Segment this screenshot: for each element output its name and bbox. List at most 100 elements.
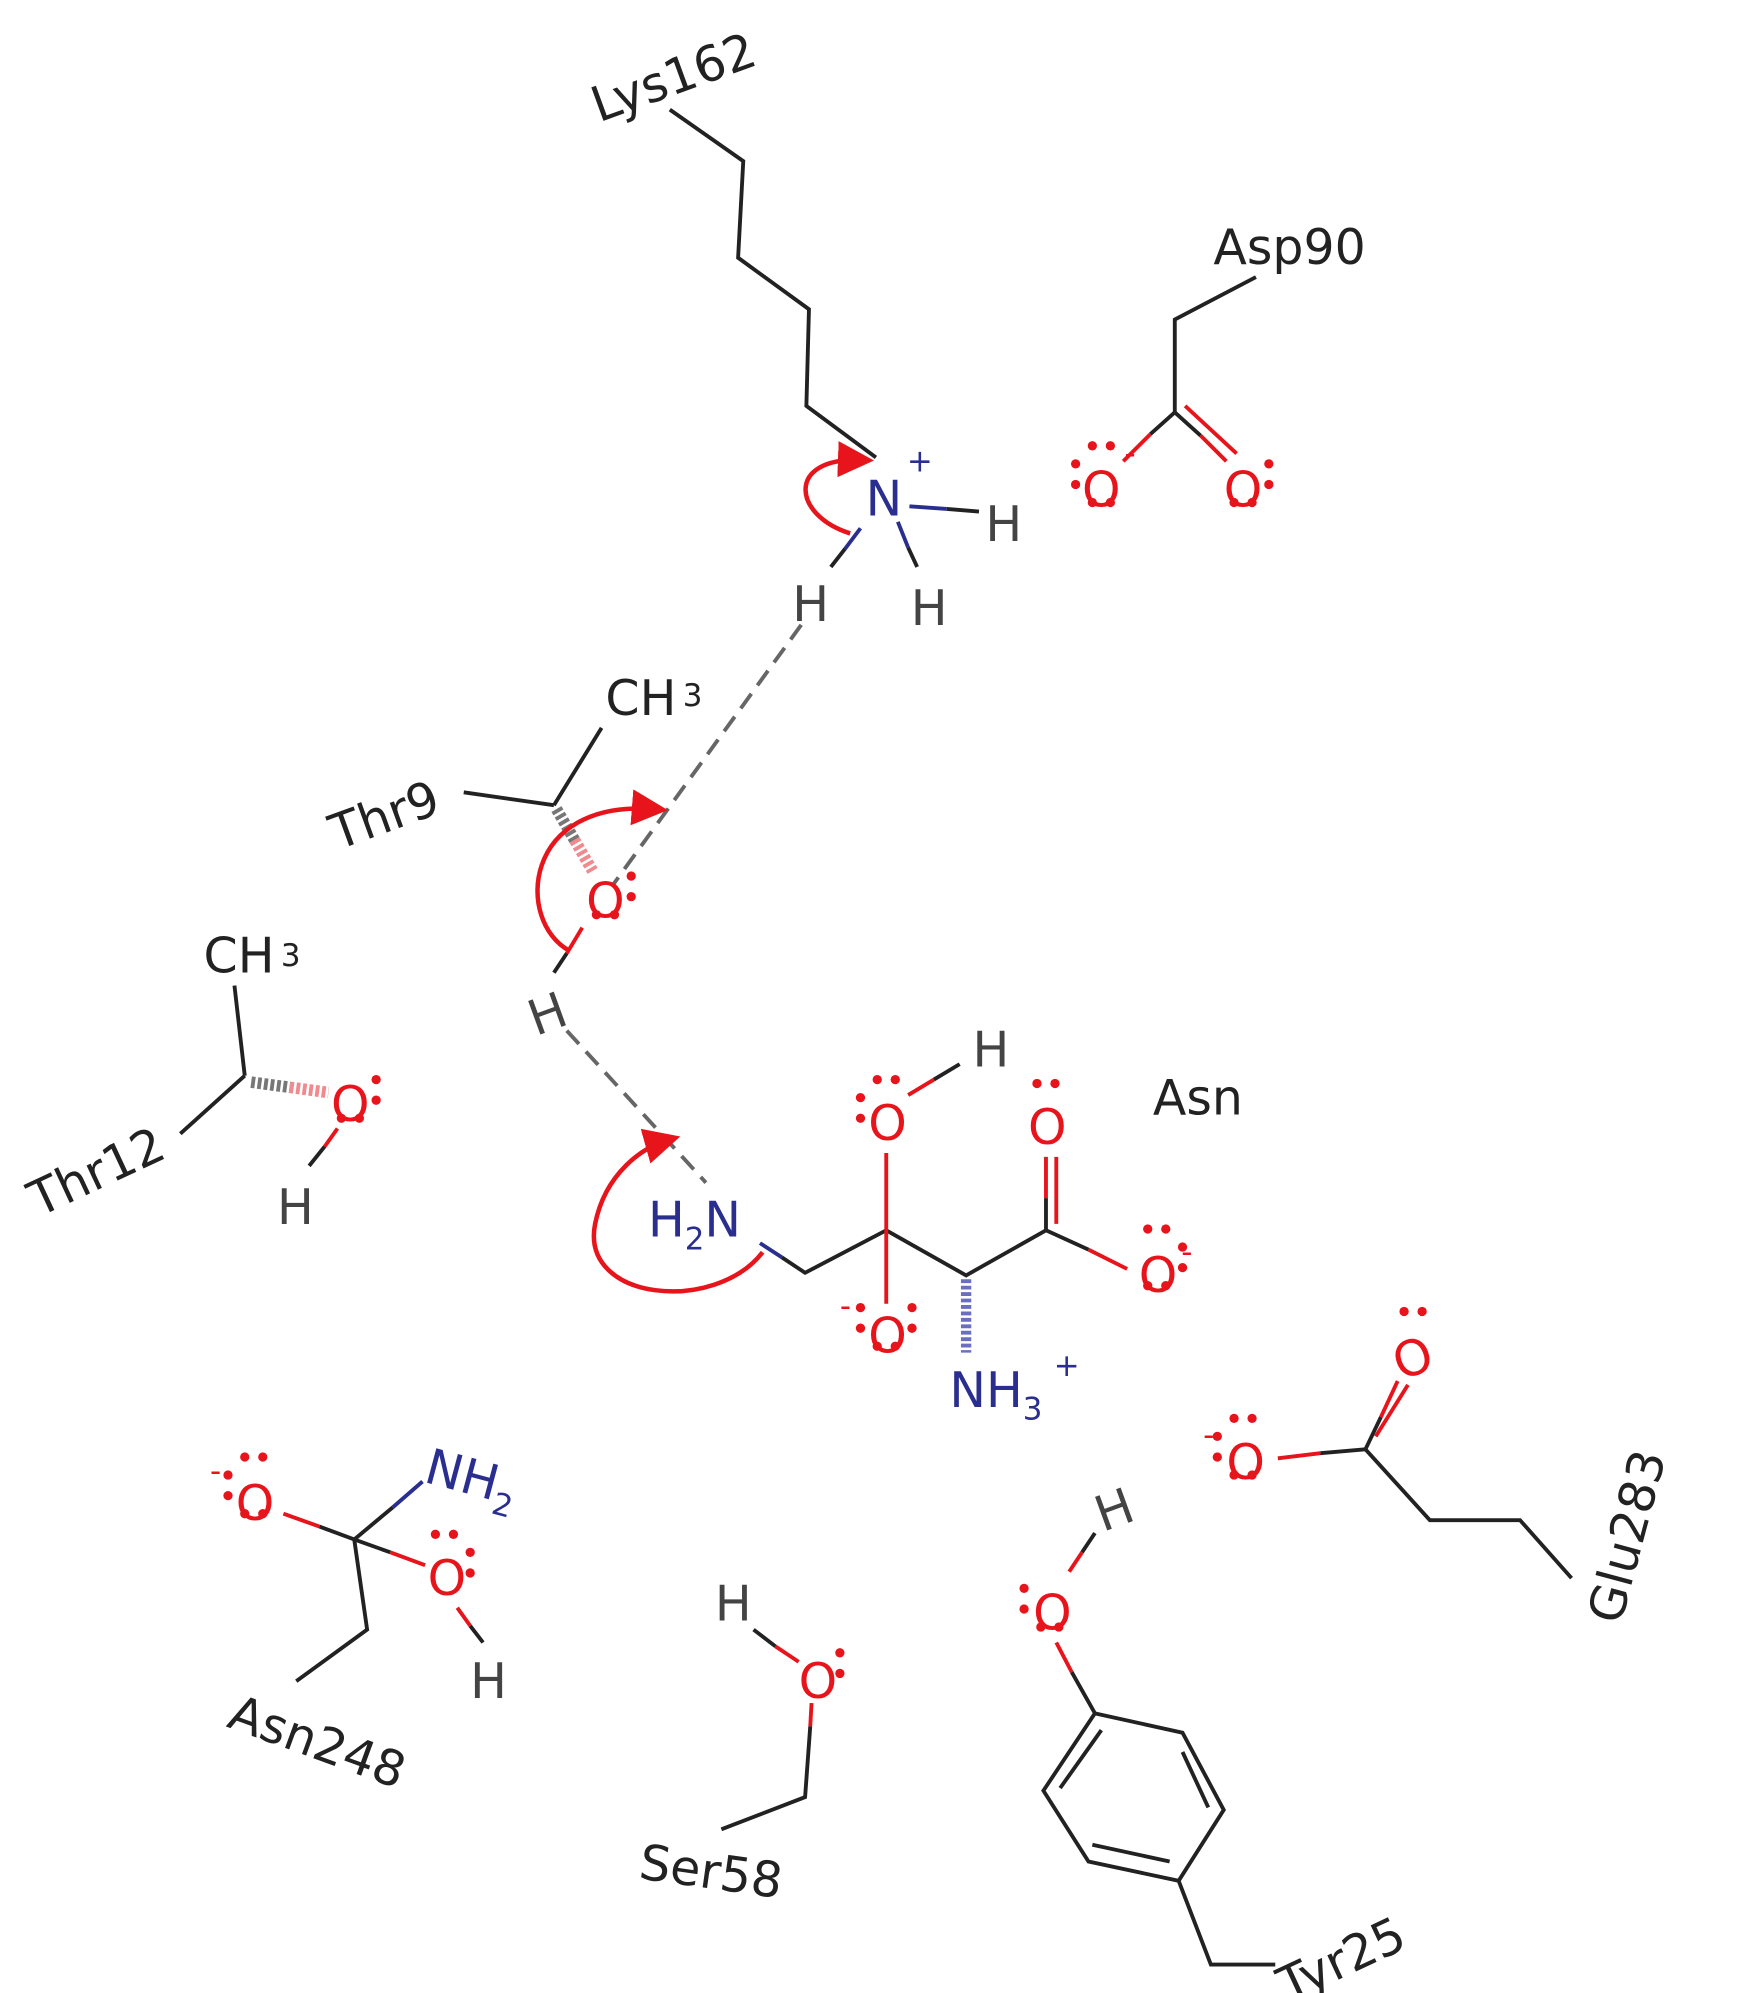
nh2-group: NH2 bbox=[417, 1438, 524, 1526]
h-atom: H bbox=[973, 1022, 1010, 1079]
nh3-group: NH3 bbox=[949, 1362, 1042, 1428]
lone-pair-dot bbox=[1143, 1224, 1153, 1234]
tyr25-label: Tyr25 bbox=[1268, 1906, 1414, 1993]
ring-double-bond bbox=[1091, 1842, 1171, 1864]
phenyl-ring bbox=[1041, 1711, 1226, 1883]
chain-bond bbox=[720, 1726, 813, 1832]
chain-bond bbox=[1176, 1880, 1276, 1967]
lone-pair-dot bbox=[609, 910, 620, 920]
lone-pair-dot bbox=[835, 1648, 845, 1658]
lone-pair-dot bbox=[336, 1113, 346, 1123]
thr9-residue: Thr9 CH 3 O H bbox=[321, 670, 702, 1047]
lone-pair-dot bbox=[855, 1092, 866, 1103]
lone-pair-dot bbox=[448, 1529, 459, 1539]
o-atom: O bbox=[799, 1653, 838, 1710]
bond bbox=[232, 985, 247, 1076]
h-o-bond bbox=[774, 1644, 800, 1664]
lone-pair-dot bbox=[1212, 1452, 1222, 1462]
o-minus-atom: O bbox=[868, 1308, 907, 1365]
o-h-bond bbox=[307, 1145, 327, 1168]
asn-label: Asn bbox=[1153, 1069, 1243, 1126]
n-h-bond bbox=[829, 547, 847, 569]
o-atom: O bbox=[1028, 1099, 1067, 1156]
bond bbox=[1054, 1641, 1074, 1674]
tyr25-residue: H O Tyr25 bbox=[1033, 1477, 1414, 1993]
asp-chain-bond bbox=[1172, 275, 1257, 413]
c-o-double-bond bbox=[1374, 1383, 1410, 1438]
lone-pair-dot bbox=[258, 1452, 268, 1462]
c-o-bond bbox=[1087, 1247, 1128, 1271]
bond bbox=[282, 1511, 321, 1529]
bond bbox=[1277, 1451, 1321, 1461]
hashed-wedge bbox=[250, 1076, 291, 1094]
c-o-double-bond bbox=[1173, 410, 1202, 437]
o-h-bond bbox=[1067, 1551, 1084, 1573]
lone-pair-dot bbox=[1177, 1242, 1188, 1252]
n-h-bond bbox=[896, 521, 910, 549]
glu283-residue: O O Glu283 bbox=[1226, 1325, 1677, 1629]
asn-substrate: Asn H2N O H O NH3 + O O bbox=[591, 1022, 1243, 1428]
thr12-label: Thr12 bbox=[19, 1116, 174, 1229]
thr9-label: Thr9 bbox=[321, 770, 447, 862]
asp90-label: Asp90 bbox=[1213, 219, 1365, 276]
lone-pairs bbox=[223, 441, 1427, 1679]
lone-pair-dot bbox=[1399, 1306, 1409, 1317]
lone-pair-dot bbox=[1247, 497, 1257, 508]
ser58-residue: H O Ser58 bbox=[636, 1576, 837, 1910]
lys162-label: Lys162 bbox=[584, 22, 764, 134]
bond bbox=[758, 1241, 783, 1259]
o-minus-atom: O bbox=[1139, 1247, 1178, 1304]
lone-pair-dot bbox=[1229, 1470, 1239, 1480]
lone-pair-dot bbox=[1247, 1413, 1257, 1424]
h-atom: H bbox=[985, 496, 1022, 553]
n-h-bond bbox=[843, 527, 863, 551]
asn248-label: Asn248 bbox=[221, 1684, 413, 1800]
lone-pair-dot bbox=[223, 1470, 233, 1480]
c-o-double-bond bbox=[1379, 1380, 1400, 1418]
o-atom: O bbox=[868, 1095, 907, 1152]
lone-pair-dot bbox=[430, 1529, 441, 1539]
o-atom: O bbox=[428, 1550, 467, 1607]
bond bbox=[808, 1702, 814, 1727]
lone-pair-dot bbox=[1143, 1281, 1153, 1291]
c-o-bond bbox=[1149, 410, 1177, 436]
lone-pair-dot bbox=[354, 1113, 365, 1123]
chain-bond bbox=[1364, 1447, 1573, 1580]
bond bbox=[318, 1524, 355, 1542]
charges: - - - - - bbox=[210, 436, 1214, 1490]
charge: - bbox=[840, 1289, 851, 1325]
backbone-bond bbox=[780, 1228, 1047, 1278]
lone-pair-dot bbox=[1087, 441, 1097, 451]
h-atom: H bbox=[792, 576, 829, 633]
c-o-double-bond bbox=[1199, 434, 1228, 463]
lone-pair-dot bbox=[907, 1302, 917, 1313]
asp90-residue: Asp90 bbox=[1121, 219, 1366, 463]
o-h-bond bbox=[455, 1606, 472, 1627]
asn248-residue: O NH2 O H Asn248 bbox=[221, 1438, 524, 1800]
lone-pair-dot bbox=[1050, 1078, 1060, 1089]
bond bbox=[179, 1074, 247, 1136]
thr12-residue: CH 3 Thr12 O H bbox=[19, 928, 370, 1236]
c-o-double-bond bbox=[1183, 404, 1238, 455]
o-atom: O bbox=[1033, 1585, 1072, 1642]
o-atom: O bbox=[1224, 461, 1263, 518]
lone-pair-dot bbox=[223, 1491, 233, 1501]
subscript: 3 bbox=[683, 678, 703, 714]
bond bbox=[389, 1550, 426, 1568]
lone-pair-dot bbox=[855, 1302, 866, 1313]
lone-pair-dot bbox=[626, 871, 636, 881]
n-h-bond bbox=[909, 504, 947, 511]
electron-arrow bbox=[535, 789, 668, 953]
subscript: 3 bbox=[281, 938, 301, 974]
bond bbox=[463, 790, 555, 808]
lone-pair-dot bbox=[1264, 459, 1274, 469]
hashed-wedge bbox=[569, 837, 598, 874]
charge: + bbox=[1054, 1348, 1080, 1384]
bond bbox=[1070, 1671, 1097, 1715]
lone-pair-dot bbox=[1161, 1281, 1171, 1291]
lone-pair-dot bbox=[1032, 1078, 1042, 1089]
ch3-group: CH bbox=[605, 670, 676, 727]
o-atom: O bbox=[1385, 1325, 1441, 1392]
